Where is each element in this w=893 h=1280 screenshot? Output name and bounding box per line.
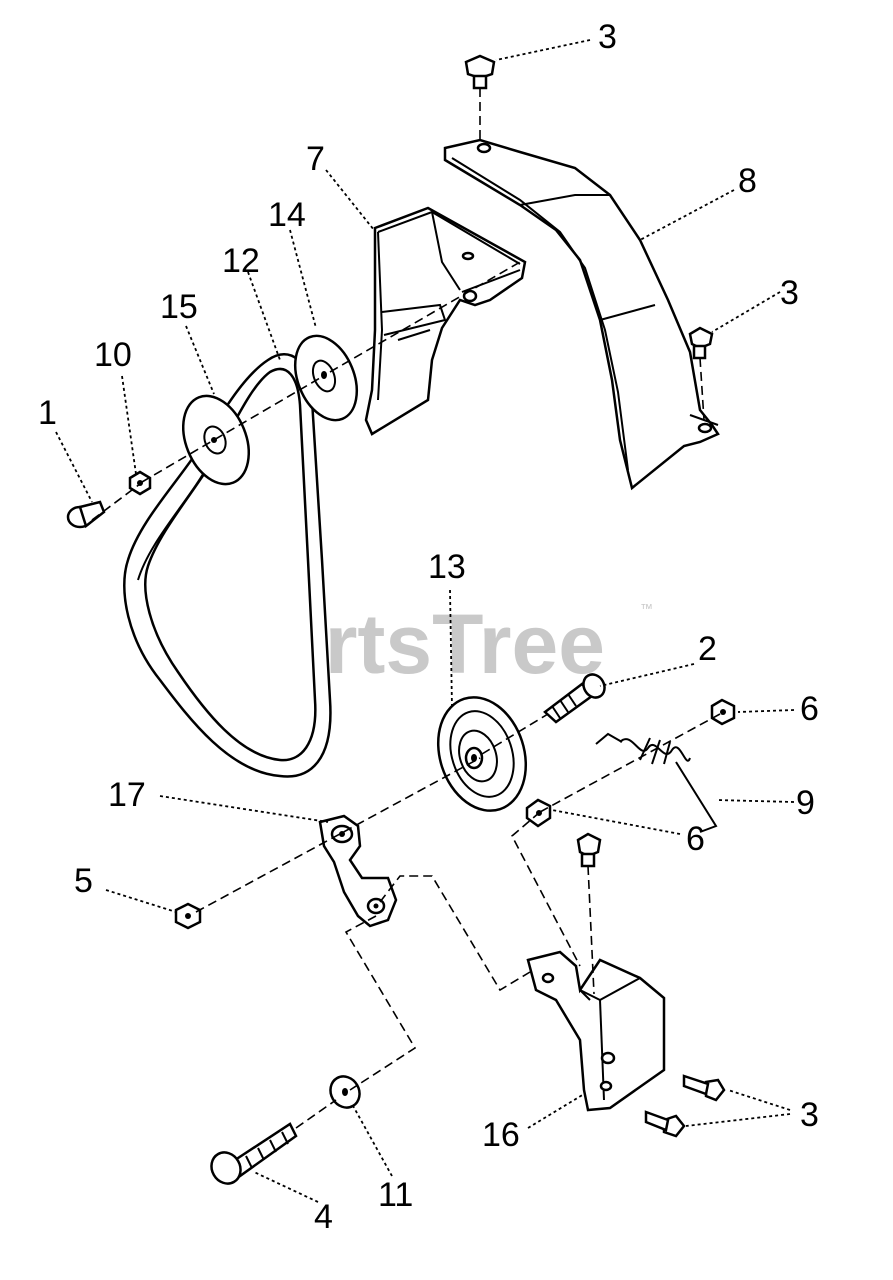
- callout-10: 10: [94, 336, 132, 374]
- callout-4: 4: [314, 1198, 333, 1236]
- screw-part-3-right: [688, 326, 714, 421]
- callout-8: 8: [738, 162, 757, 200]
- callout-3-top: 3: [598, 18, 617, 56]
- screw-part-3-top: [464, 54, 496, 142]
- leader-lines: [55, 39, 795, 1203]
- spring-part-9: [595, 732, 718, 833]
- callout-13: 13: [428, 548, 466, 586]
- bolt-part-1: [66, 500, 106, 529]
- callout-15: 15: [160, 288, 198, 326]
- callout-3-bottom: 3: [800, 1096, 819, 1134]
- callout-17: 17: [108, 776, 146, 814]
- callout-11: 11: [378, 1176, 413, 1214]
- shoulder-bolt-part-2: [543, 673, 606, 724]
- idler-arm-part-17: [318, 814, 398, 928]
- svg-text:™: ™: [640, 601, 653, 616]
- callout-7: 7: [306, 140, 325, 178]
- pulley-part-14: [293, 334, 359, 422]
- washer-part-11: [329, 1075, 361, 1109]
- callout-labels: 3 8 7 14 12 15 10 1 3 13 2 6 9 6 17 5 16…: [38, 18, 819, 1236]
- nut-part-10: [128, 470, 152, 496]
- callout-12: 12: [222, 242, 260, 280]
- callout-6-bottom: 6: [686, 820, 705, 858]
- v-belt-part-12: [123, 353, 332, 778]
- callout-9: 9: [796, 784, 815, 822]
- callout-14: 14: [268, 196, 306, 234]
- callout-5: 5: [74, 862, 93, 900]
- screw-part-3-bottom-a: [682, 1074, 726, 1102]
- assembly-lines: [91, 261, 721, 1129]
- belt-cover-part-8: [443, 138, 720, 491]
- nut-part-5: [174, 902, 202, 930]
- callout-2: 2: [698, 630, 717, 668]
- screw-part-3-bracket: [576, 832, 602, 995]
- callout-16: 16: [482, 1116, 520, 1154]
- callout-6-top: 6: [800, 690, 819, 728]
- bracket-part-7: [364, 206, 527, 436]
- callout-3-right: 3: [780, 274, 799, 312]
- callout-1: 1: [38, 394, 57, 432]
- bolt-part-4: [210, 1122, 298, 1185]
- mounting-bracket-part-16: [526, 950, 666, 1112]
- screw-part-3-bottom-b: [644, 1110, 686, 1138]
- nut-part-6-top: [710, 698, 736, 726]
